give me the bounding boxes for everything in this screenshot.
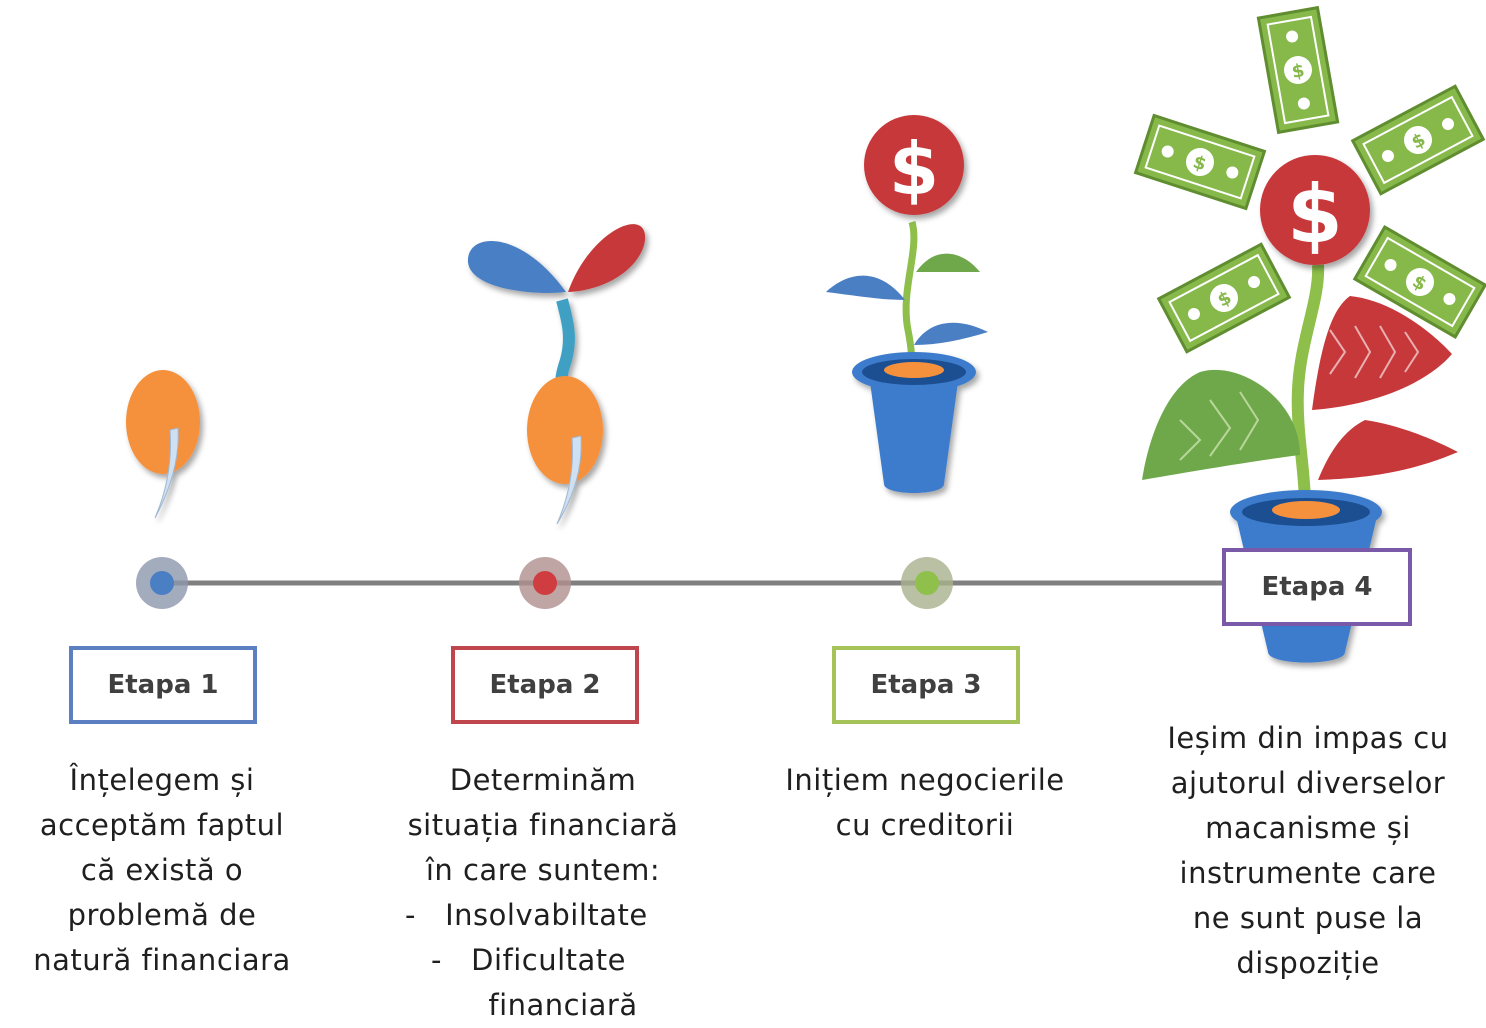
seed-illustration [126,370,200,519]
stage-1-line: Înțelegem și [69,763,255,797]
money-bill: $ [1256,5,1340,135]
timeline-dot-3 [901,557,953,609]
svg-text:$: $ [1290,60,1306,83]
stage-4-line: dispoziție [1236,946,1380,980]
money-bill: $ [1156,242,1292,354]
stage-4-line: Ieșim din impas cu [1167,721,1449,755]
stage-2-bullet: - Dificultate [431,943,627,977]
stage-3-line: cu creditorii [835,808,1015,842]
stage-1-line: acceptăm faptul [39,808,285,842]
stage-1-line: natură financiara [33,943,291,977]
money-bill: $ [1350,84,1486,196]
stage-4-line: macanisme și [1205,811,1411,845]
money-bill: $ [1133,113,1267,211]
money-bill: $ [1352,224,1486,340]
timeline-dot-2 [519,557,571,609]
stage-1-line: că există o [80,853,244,887]
stage-3-label: Etapa 3 [832,646,1020,724]
stage-2-line: situația financiară [407,808,679,842]
stage-2-line: în care suntem: [425,853,661,887]
svg-text:$: $ [1190,152,1208,176]
stage-4-line: ne sunt puse la [1192,901,1424,935]
dollar-icon: $ [889,127,939,211]
timeline-dot-1 [136,557,188,609]
stage-2-label: Etapa 2 [451,646,639,724]
stage-1-line: problemă de [67,898,257,932]
stage-4-line: ajutorul diverselor [1170,766,1446,800]
stage-3-description: Inițiem negocierile cu creditorii [760,758,1090,848]
stage-1-label: Etapa 1 [69,646,257,724]
stage-2-line: Determinăm [449,763,637,797]
dollar-icon: $ [1287,168,1343,261]
sprout-illustration [467,224,646,525]
stage-4-label: Etapa 4 [1222,548,1412,626]
stage-2-bullet: - Insolvabiltate [405,898,648,932]
stage-4-line: instrumente care [1179,856,1437,890]
stage-4-description: Ieșim din impas cu ajutorul diverselor m… [1140,716,1476,986]
stage-1-description: Înțelegem și acceptăm faptul că există o… [2,758,322,983]
stage-2-bullet-continuation: financiară [488,988,638,1022]
stage-2-description: Determinăm situația financiară în care s… [383,758,703,1028]
stage-3-line: Inițiem negocierile [785,763,1065,797]
potted-plant-illustration: $ [826,115,988,493]
